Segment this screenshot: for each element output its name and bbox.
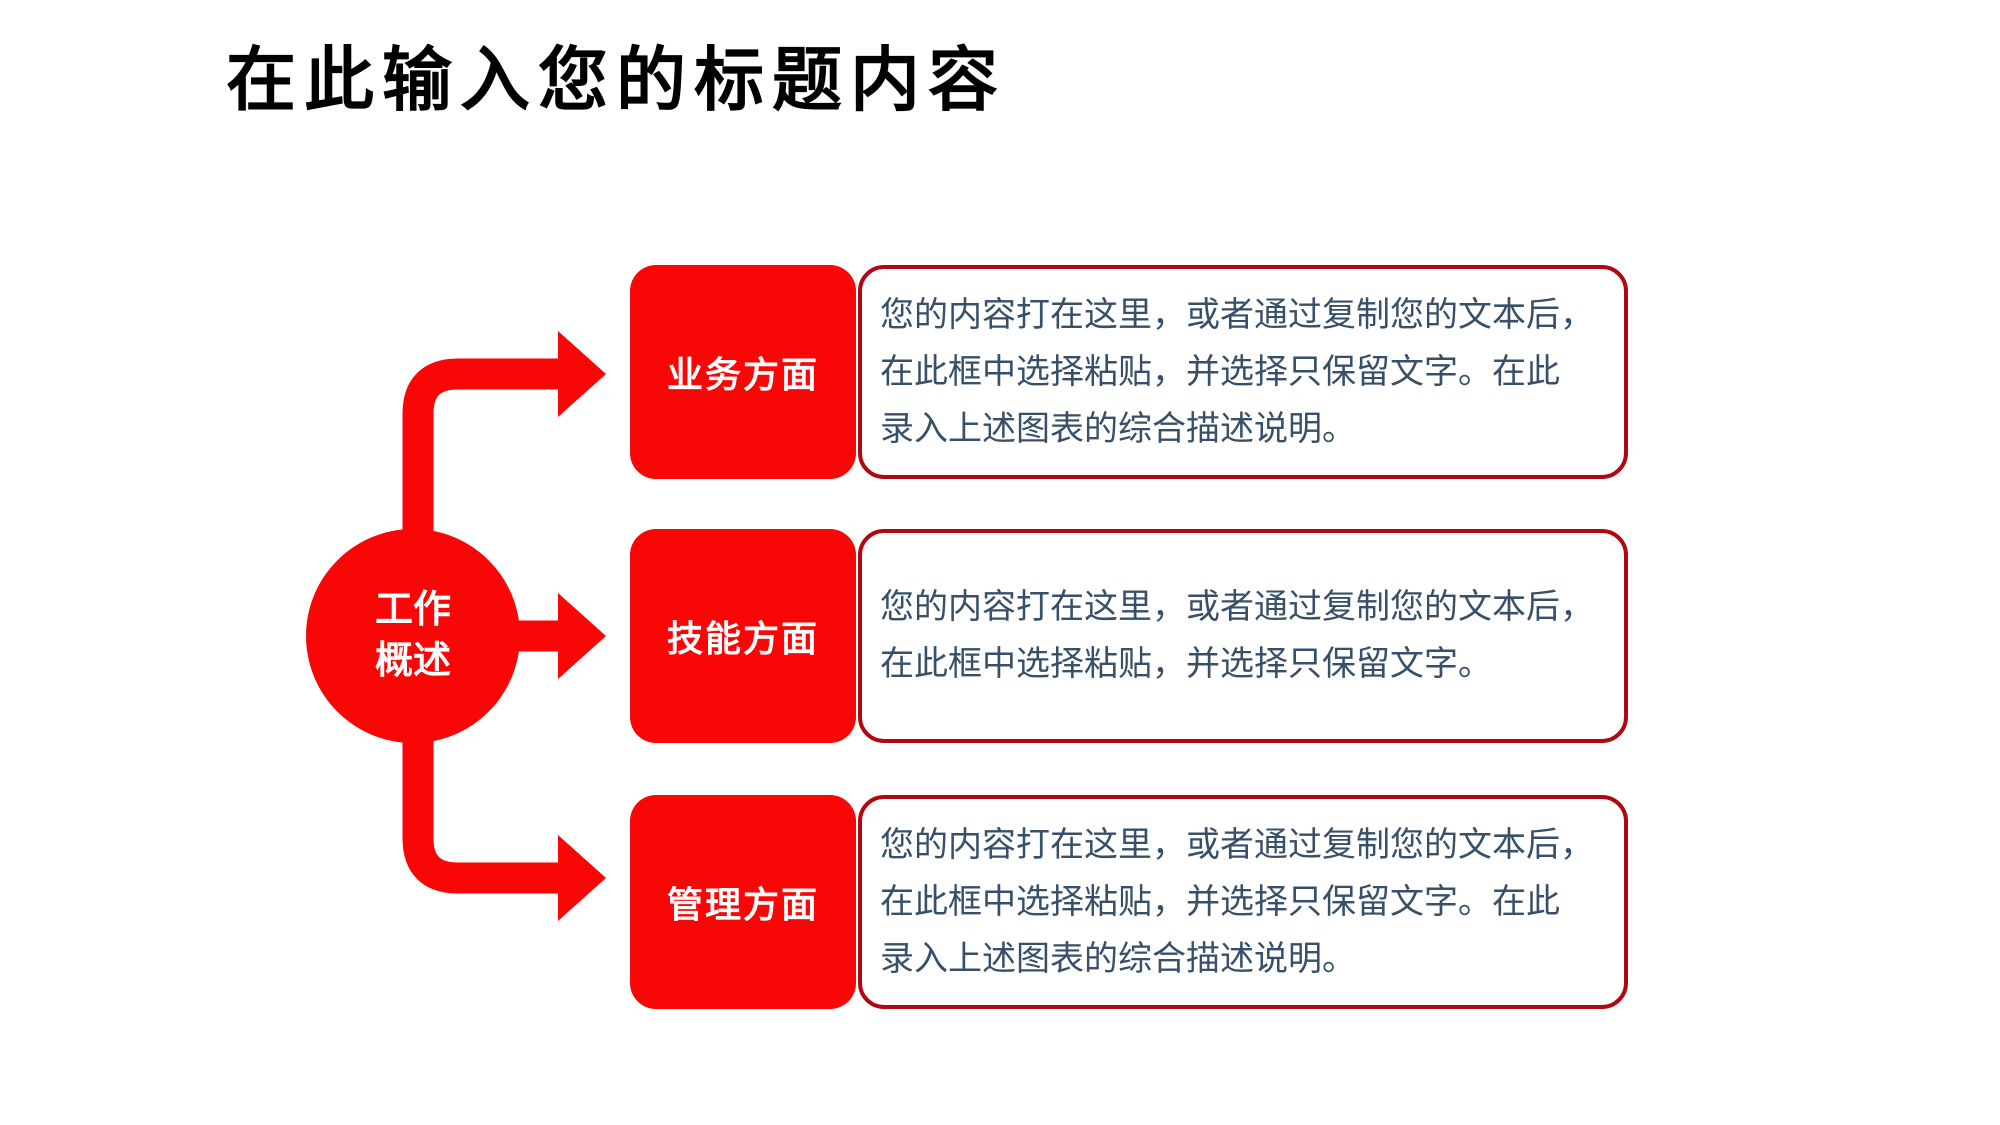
arrow-middle-head-icon: [558, 593, 606, 679]
arrow-top-head-icon: [558, 331, 606, 417]
body-box-management: 您的内容打在这里，或者通过复制您的文本后， 在此框中选择粘贴，并选择只保留文字。…: [858, 795, 1628, 1009]
category-box-business: 业务方面: [630, 265, 856, 479]
category-box-skills: 技能方面: [630, 529, 856, 743]
hub-label: 工作 概述: [374, 588, 451, 682]
arrow-bottom-head-icon: [558, 835, 606, 921]
arrow-top-elbow-line: [402, 358, 558, 545]
category-box-management: 管理方面: [630, 795, 856, 1009]
body-text: 您的内容打在这里，或者通过复制您的文本后， 在此框中选择粘贴，并选择只保留文字。…: [880, 825, 1594, 978]
diagram-row-management: 管理方面 您的内容打在这里，或者通过复制您的文本后， 在此框中选择粘贴，并选择只…: [0, 795, 2000, 1009]
body-box-business: 您的内容打在这里，或者通过复制您的文本后， 在此框中选择粘贴，并选择只保留文字。…: [858, 265, 1628, 479]
category-label: 管理方面: [666, 884, 819, 925]
body-box-skills: 您的内容打在这里，或者通过复制您的文本后， 在此框中选择粘贴，并选择只保留文字。: [858, 529, 1628, 743]
category-label: 业务方面: [666, 354, 819, 395]
category-label: 技能方面: [666, 618, 819, 659]
body-text: 您的内容打在这里，或者通过复制您的文本后， 在此框中选择粘贴，并选择只保留文字。: [880, 588, 1594, 683]
body-text: 您的内容打在这里，或者通过复制您的文本后， 在此框中选择粘贴，并选择只保留文字。…: [880, 295, 1594, 448]
diagram-row-skills: 技能方面 您的内容打在这里，或者通过复制您的文本后， 在此框中选择粘贴，并选择只…: [0, 529, 2000, 743]
hub-circle: [306, 529, 520, 743]
diagram-row-business: 业务方面 您的内容打在这里，或者通过复制您的文本后， 在此框中选择粘贴，并选择只…: [0, 265, 2000, 479]
page-title: 在此输入您的标题内容: [226, 41, 1006, 119]
arrow-bottom-elbow-line: [402, 727, 558, 894]
